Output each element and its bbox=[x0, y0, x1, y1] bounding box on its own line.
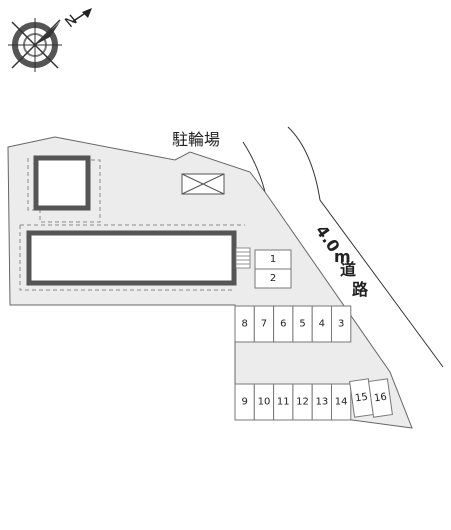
parking-spot-number: 8 bbox=[241, 319, 247, 330]
svg-text:m: m bbox=[334, 247, 351, 266]
parking-spot-1: 1 bbox=[254, 249, 292, 270]
parking-spot-9: 9 bbox=[234, 383, 255, 421]
parking-spot-10: 10 bbox=[253, 383, 275, 421]
walkway-dashed-lower bbox=[19, 224, 245, 291]
parking-spot-number: 13 bbox=[315, 397, 328, 408]
stairs-icon bbox=[235, 247, 251, 269]
parking-spot-number: 11 bbox=[277, 397, 290, 408]
svg-text:路: 路 bbox=[352, 280, 369, 299]
parking-spot-13: 13 bbox=[311, 383, 333, 421]
parking-spot-15: 15 bbox=[349, 378, 374, 418]
parking-spot-number: 9 bbox=[241, 397, 247, 408]
parking-spot-number: 6 bbox=[280, 319, 286, 330]
parking-spot-7: 7 bbox=[253, 305, 275, 343]
bicycle-parking-box bbox=[181, 173, 225, 195]
svg-text:道: 道 bbox=[340, 260, 356, 279]
bicycle-parking-label: 駐輪場 bbox=[172, 130, 220, 149]
parking-spot-8: 8 bbox=[234, 305, 255, 343]
parking-spot-number: 3 bbox=[338, 319, 344, 330]
parking-spot-number: 7 bbox=[261, 319, 267, 330]
parking-spot-5: 5 bbox=[292, 305, 313, 343]
parking-spot-number: 5 bbox=[299, 319, 305, 330]
parking-spot-number: 12 bbox=[296, 397, 309, 408]
parking-spot-6: 6 bbox=[273, 305, 294, 343]
compass-north-label: N bbox=[62, 12, 80, 31]
parking-spot-number: 1 bbox=[270, 254, 276, 265]
parking-spot-number: 10 bbox=[258, 397, 271, 408]
main-building bbox=[26, 230, 237, 286]
parking-spot-number: 15 bbox=[354, 392, 368, 405]
parking-spot-14: 14 bbox=[331, 383, 352, 421]
walkway-dashed bbox=[27, 158, 101, 223]
parking-spot-11: 11 bbox=[273, 383, 294, 421]
compass-icon bbox=[8, 8, 92, 72]
parking-spot-12: 12 bbox=[292, 383, 313, 421]
parking-spot-16: 16 bbox=[368, 378, 393, 418]
parking-spot-number: 2 bbox=[270, 273, 276, 284]
parking-spot-number: 4 bbox=[319, 319, 325, 330]
parking-spot-number: 14 bbox=[335, 397, 348, 408]
parking-spot-2: 2 bbox=[254, 268, 292, 289]
parking-spot-number: 16 bbox=[373, 392, 387, 405]
road-edge-right bbox=[287, 126, 444, 368]
parking-spot-4: 4 bbox=[311, 305, 333, 343]
parking-spot-3: 3 bbox=[331, 305, 352, 343]
small-building bbox=[33, 155, 91, 211]
road-edge-left bbox=[242, 141, 266, 193]
